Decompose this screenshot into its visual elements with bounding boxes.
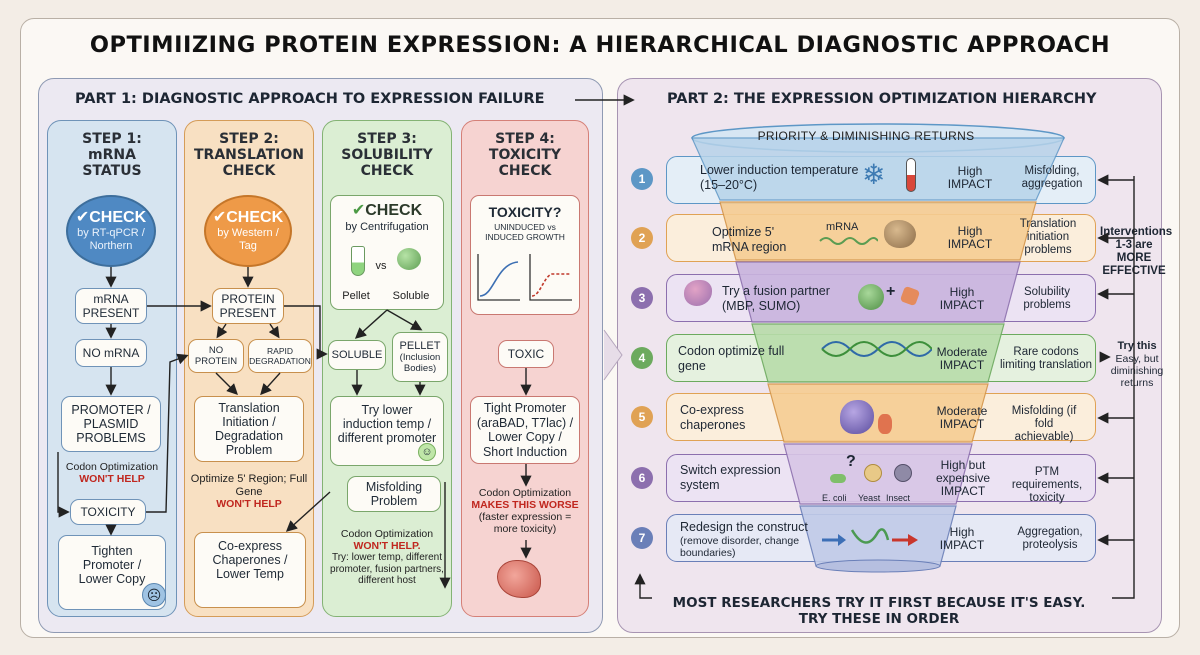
step1-note: Codon Optimization WON'T HELP bbox=[65, 461, 159, 485]
row-6-text: Switch expression system bbox=[680, 463, 781, 492]
row-2-text: Optimize 5' mRNA region bbox=[712, 225, 787, 254]
step3-soluble-box: SOLUBLE bbox=[328, 340, 386, 370]
step3-pellet-label: Pellet bbox=[342, 290, 370, 302]
row-7-text: Redesign the construct (remove disorder,… bbox=[680, 520, 808, 559]
step2-protein-present: PROTEIN PRESENT bbox=[212, 288, 284, 324]
step1-check-label: ✔CHECK bbox=[75, 209, 147, 226]
step4-heading: STEP 4: TOXICITY CHECK bbox=[488, 131, 562, 179]
step1-heading-line2: mRNA bbox=[88, 147, 136, 163]
row-3-text: Try a fusion partner (MBP, SUMO) bbox=[722, 284, 830, 313]
row-6-impact: High but expensive IMPACT bbox=[935, 458, 991, 498]
sad-face-icon: ☹ bbox=[142, 583, 166, 607]
step2-no-protein: NO PROTEIN bbox=[188, 339, 244, 373]
step2-rapid-degradation: RAPID DEGRADATION bbox=[248, 339, 312, 373]
step2-translation-problem: Translation Initiation / Degradation Pro… bbox=[194, 396, 304, 462]
row-7-number: 7 bbox=[631, 527, 653, 549]
row-1-text: Lower induction temperature (15–20°C) bbox=[700, 163, 859, 192]
fusion-blob-left-icon bbox=[684, 280, 712, 306]
step3-misfolding: Misfolding Problem bbox=[347, 476, 441, 512]
step1-check-circle: ✔CHECK by RT-qPCR / Northern bbox=[66, 195, 156, 267]
interventions-note: Interventions 1-3 are MORE EFFECTIVE bbox=[1100, 226, 1173, 277]
dying-cell-icon bbox=[497, 560, 541, 598]
row-5-text: Co-express chaperones bbox=[680, 403, 746, 432]
row-7-problem: Aggregation, proteolysis bbox=[1017, 526, 1083, 551]
insect-cell-icon bbox=[894, 464, 912, 482]
step2-check-circle: ✔CHECK by Western / Tag bbox=[204, 195, 292, 267]
part1-title: PART 1: DIAGNOSTIC APPROACH TO EXPRESSIO… bbox=[75, 91, 545, 107]
fusion-protein-icon bbox=[858, 284, 884, 310]
row-2-number: 2 bbox=[631, 227, 653, 249]
row-2-impact: High IMPACT bbox=[947, 224, 993, 251]
step3-heading: STEP 3: SOLUBILITY CHECK bbox=[341, 131, 433, 179]
plus-icon: + bbox=[886, 283, 896, 300]
row-6-problem: PTM requirements, toxicity bbox=[1011, 466, 1083, 504]
step1-toxicity: TOXICITY bbox=[70, 499, 146, 525]
step3-pellet-box: PELLET (Inclusion Bodies) bbox=[392, 332, 448, 382]
row-4-number: 4 bbox=[631, 347, 653, 369]
host-yeast: Yeast bbox=[858, 493, 881, 503]
chaperone-icon bbox=[840, 400, 874, 434]
smile-icon: ☺ bbox=[418, 443, 436, 461]
host-insect: Insect bbox=[886, 493, 911, 503]
step4-toxic: TOXIC bbox=[498, 340, 554, 368]
thermometer-icon bbox=[906, 158, 916, 192]
checkmark-icon: ✔ bbox=[75, 209, 90, 226]
question-icon: ? bbox=[846, 453, 856, 470]
step3-note: Codon Optimization WON'T HELP. Try: lowe… bbox=[330, 528, 444, 586]
yeast-icon bbox=[864, 464, 882, 482]
folding-protein-icon bbox=[878, 414, 892, 434]
bottom-note: MOST RESEARCHERS TRY IT FIRST BECAUSE IT… bbox=[672, 595, 1086, 627]
row-2-problem: Translation initiation problems bbox=[1019, 218, 1077, 256]
mrna-strand-icon bbox=[819, 237, 878, 245]
funnel-top-label: PRIORITY & DIMINISHING RETURNS bbox=[757, 129, 975, 143]
snowflake-icon: ❄ bbox=[862, 159, 886, 190]
step1-heading-line1: STEP 1: bbox=[82, 131, 142, 147]
step1-no-mrna: NO mRNA bbox=[75, 339, 147, 367]
row-3-impact: High IMPACT bbox=[939, 285, 985, 312]
row-4-impact: Moderate IMPACT bbox=[936, 345, 988, 372]
row-3-problem: Solubility problems bbox=[1023, 286, 1071, 311]
step2-heading: STEP 2: TRANSLATION CHECK bbox=[193, 131, 304, 179]
row-4-text: Codon optimize full gene bbox=[678, 344, 785, 373]
step1-mrna-present: mRNA PRESENT bbox=[75, 288, 147, 324]
step4-note: Codon Optimization MAKES THIS WORSE (fas… bbox=[471, 487, 579, 535]
row-3-number: 3 bbox=[631, 287, 653, 309]
step1-heading: STEP 1: mRNA STATUS bbox=[47, 131, 177, 179]
row-7-impact: High IMPACT bbox=[939, 525, 985, 552]
row-6-number: 6 bbox=[631, 467, 653, 489]
step3-method: by Centrifugation bbox=[345, 221, 429, 233]
row-5-impact: Moderate IMPACT bbox=[936, 404, 988, 431]
dna-helix-icon bbox=[821, 341, 932, 357]
step2-method: by Western / Tag bbox=[217, 227, 279, 252]
checkmark-icon: ✔ bbox=[212, 209, 227, 226]
row-1-problem: Misfolding, aggregation bbox=[1021, 165, 1083, 190]
growth-curves-icon bbox=[477, 254, 572, 301]
ecoli-icon bbox=[830, 474, 846, 483]
test-tube-icon bbox=[351, 246, 365, 276]
row-1-number: 1 bbox=[631, 168, 653, 190]
step3-vs: vs bbox=[375, 260, 387, 272]
host-ecoli: E. coli bbox=[822, 493, 847, 503]
step3-check-box: ✔CHECK by Centrifugation bbox=[330, 195, 444, 310]
step3-soluble-label: Soluble bbox=[392, 290, 430, 302]
step1-heading-line3: STATUS bbox=[82, 163, 142, 179]
row-2-mrna-label: mRNA bbox=[826, 221, 859, 233]
construct-redesign-icon bbox=[822, 528, 918, 546]
ribosome-icon bbox=[884, 220, 916, 248]
step2-note: Optimize 5' Region; Full Gene WON'T HELP bbox=[190, 473, 308, 510]
row-5-problem: Misfolding (if fold achievable) bbox=[1011, 405, 1077, 443]
step1-promoter-problems: PROMOTER / PLASMID PROBLEMS bbox=[61, 396, 161, 452]
row-4-problem: Rare codons limiting translation bbox=[999, 346, 1093, 371]
step1-method: by RT-qPCR / Northern bbox=[77, 227, 145, 252]
page-title: OPTIMIIZING PROTEIN EXPRESSION: A HIERAR… bbox=[89, 32, 1111, 58]
checkmark-icon: ✔ bbox=[351, 202, 366, 219]
row-5-number: 5 bbox=[631, 406, 653, 428]
soluble-icon bbox=[397, 248, 421, 270]
step4-toxicity-box: TOXICITY? UNINDUCED vs INDUCED GROWTH bbox=[470, 195, 580, 315]
step4-tight-promoter: Tight Promoter (araBAD, T7lac) / Lower C… bbox=[470, 396, 580, 464]
part2-title: PART 2: THE EXPRESSION OPTIMIZATION HIER… bbox=[667, 91, 1097, 107]
row-1-impact: High IMPACT bbox=[947, 164, 993, 191]
step2-coexpress: Co-express Chaperones / Lower Temp bbox=[194, 532, 306, 608]
try-this-note: Try this Easy, but diminishing returns bbox=[1110, 340, 1164, 389]
